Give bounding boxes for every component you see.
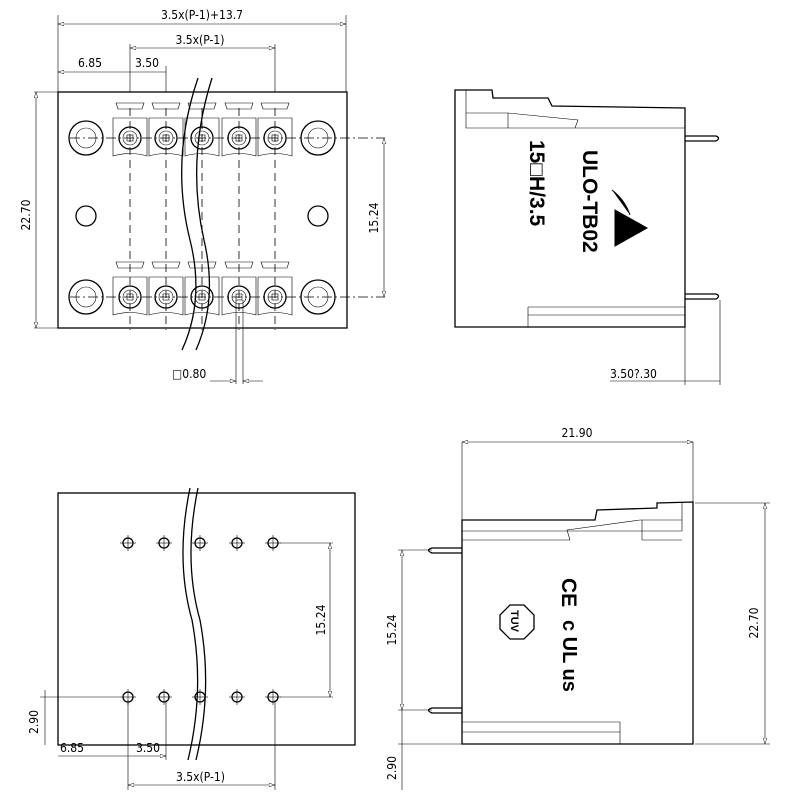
pcb-hole [192,535,208,551]
pcb-hole [229,689,245,705]
break-line [182,487,199,761]
pcb-hole [156,535,172,551]
dim-pin-size: □0.80 [172,367,206,381]
pcb-hole [120,535,136,551]
bottom-view: 15.24 2.90 6.85 3.50 3.5x(P-1) [27,487,356,790]
dim-pitch: 3.50 [136,741,160,755]
dim-edge-offset-v: 2.90 [27,710,41,734]
dim-row-spacing: 15.24 [367,202,381,233]
pcb-hole [265,535,281,551]
dim-edge-offset: 6.85 [60,741,84,755]
top-view: 3.5x(P-1)+13.7 3.5x(P-1) 6.85 3.50 22.70… [19,8,385,384]
tuv-mark: TUV [499,604,535,640]
dim-edge-offset: 6.85 [78,56,102,70]
brand-logo [611,189,649,247]
ul-mark: c UL us [558,620,580,692]
side-view: ULO-TB02 15□H/3.5 3.50?.30 [454,89,721,385]
housing-outline [57,91,348,329]
pcb-hole [156,689,172,705]
dim-pitch: 3.50 [135,56,159,70]
break-line [181,77,199,351]
marking-model: ULO-TB02 [578,150,601,253]
pcb-hole [229,535,245,551]
dim-height: 22.70 [19,199,33,230]
dim-overall-width: 3.5x(P-1)+13.7 [161,8,243,22]
marking-rating: 15□H/3.5 [525,140,548,227]
dim-row-spacing: 15.24 [385,614,399,645]
ce-mark: CE [557,578,580,607]
dim-row-spacing: 15.24 [314,604,328,635]
dim-height: 22.70 [747,607,761,638]
pcb-hole [265,689,281,705]
end-view: TUV CE c UL us 21.90 22.70 15.24 2.90 [385,426,770,790]
dim-pin-length: 3.50?.30 [610,367,657,381]
dim-pitch-span: 3.5x(P-1) [176,770,225,784]
dim-pin-offset: 2.90 [385,756,399,780]
dim-depth: 21.90 [562,426,593,440]
dim-pitch-span: 3.5x(P-1) [176,33,225,47]
svg-text:TUV: TUV [508,610,520,633]
